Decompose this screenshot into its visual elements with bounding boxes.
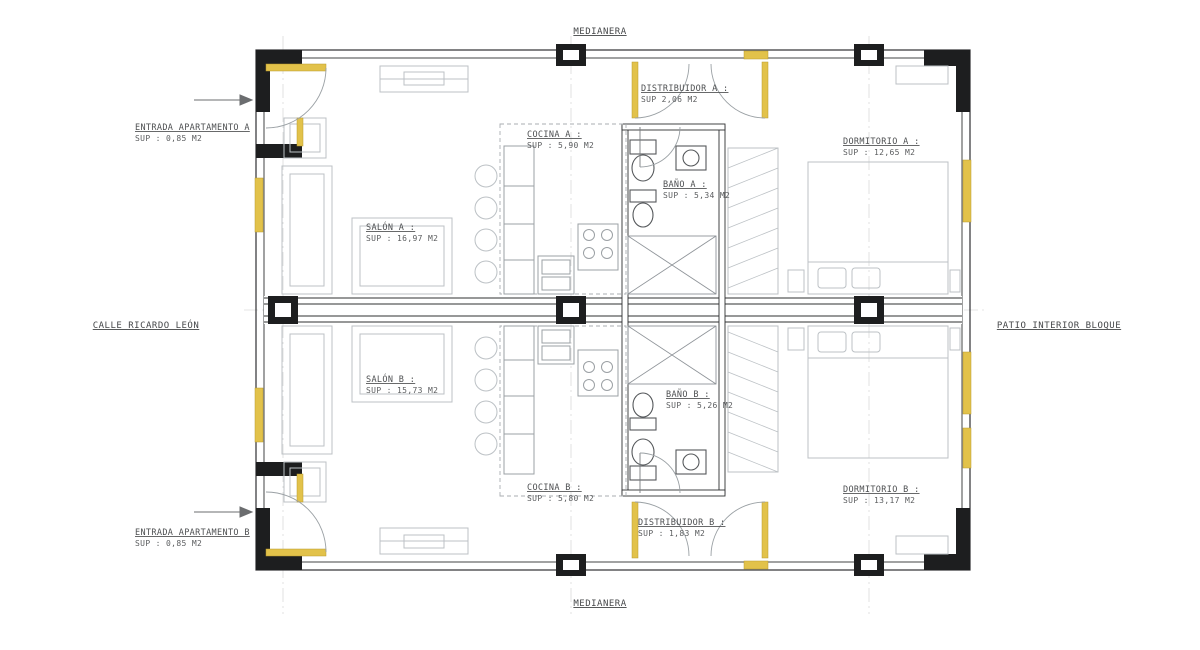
window-bottom-distrib-b bbox=[743, 560, 769, 570]
label-salon-b-name: SALÓN B : bbox=[366, 373, 415, 385]
label-entrance-b-sup: SUP : 0,85 M2 bbox=[135, 539, 202, 548]
axis-lines bbox=[244, 36, 984, 614]
door-arcs bbox=[265, 63, 766, 168]
label-cocina-a-sup: SUP : 5,90 M2 bbox=[527, 141, 594, 150]
window-left-a bbox=[254, 177, 264, 233]
label-medianera-bottom: MEDIANERA bbox=[573, 599, 626, 609]
label-bano-a-sup: SUP : 5,34 M2 bbox=[663, 191, 730, 200]
door-leaves bbox=[265, 61, 769, 147]
label-cocina-a-name: COCINA A : bbox=[527, 130, 582, 140]
labels: MEDIANERA MEDIANERA CALLE RICARDO LEÓN P… bbox=[93, 27, 1121, 609]
label-dormitorio-a-name: DORMITORIO A : bbox=[843, 137, 920, 147]
label-dormitorio-b-sup: SUP : 13,17 M2 bbox=[843, 496, 915, 505]
window-right-a bbox=[962, 159, 972, 223]
label-entrance-a-name: ENTRADA APARTAMENTO A bbox=[135, 123, 250, 133]
label-cocina-b-name: COCINA B : bbox=[527, 483, 582, 493]
interior-walls bbox=[621, 123, 726, 497]
window-right-b1 bbox=[962, 351, 972, 415]
label-distribuidor-b-name: DISTRIBUIDOR B : bbox=[638, 518, 725, 528]
label-distribuidor-a-name: DISTRIBUIDOR A : bbox=[641, 84, 728, 94]
window-top-distrib-a bbox=[743, 50, 769, 60]
label-bano-b-name: BAÑO B : bbox=[666, 389, 710, 400]
entrance-arrows bbox=[194, 94, 254, 518]
label-salon-a-sup: SUP : 16,97 M2 bbox=[366, 234, 438, 243]
apartment-b-furniture bbox=[265, 325, 961, 559]
label-dormitorio-a-sup: SUP : 12,65 M2 bbox=[843, 148, 915, 157]
mid-wall bbox=[264, 296, 962, 324]
window-right-b2 bbox=[962, 427, 972, 469]
structural-columns bbox=[268, 44, 884, 576]
label-patio: PATIO INTERIOR BLOQUE bbox=[997, 321, 1121, 331]
label-distribuidor-b-sup: SUP : 1,83 M2 bbox=[638, 529, 705, 538]
label-entrance-b-name: ENTRADA APARTAMENTO B bbox=[135, 528, 250, 538]
label-salon-b-sup: SUP : 15,73 M2 bbox=[366, 386, 438, 395]
window-accents bbox=[254, 50, 972, 570]
label-dormitorio-b-name: DORMITORIO B : bbox=[843, 485, 920, 495]
label-bano-a-name: BAÑO A : bbox=[663, 179, 707, 190]
label-cocina-b-sup: SUP : 5,80 M2 bbox=[527, 494, 594, 503]
window-left-b bbox=[254, 387, 264, 443]
label-distribuidor-a-sup: SUP 2,06 M2 bbox=[641, 95, 698, 104]
label-salon-a-name: SALÓN A : bbox=[366, 221, 415, 233]
apartment-a-furniture bbox=[265, 61, 961, 295]
label-street: CALLE RICARDO LEÓN bbox=[93, 319, 200, 331]
label-entrance-a-sup: SUP : 0,85 M2 bbox=[135, 134, 202, 143]
label-bano-b-sup: SUP : 5,26 M2 bbox=[666, 401, 733, 410]
label-medianera-top: MEDIANERA bbox=[573, 27, 626, 37]
